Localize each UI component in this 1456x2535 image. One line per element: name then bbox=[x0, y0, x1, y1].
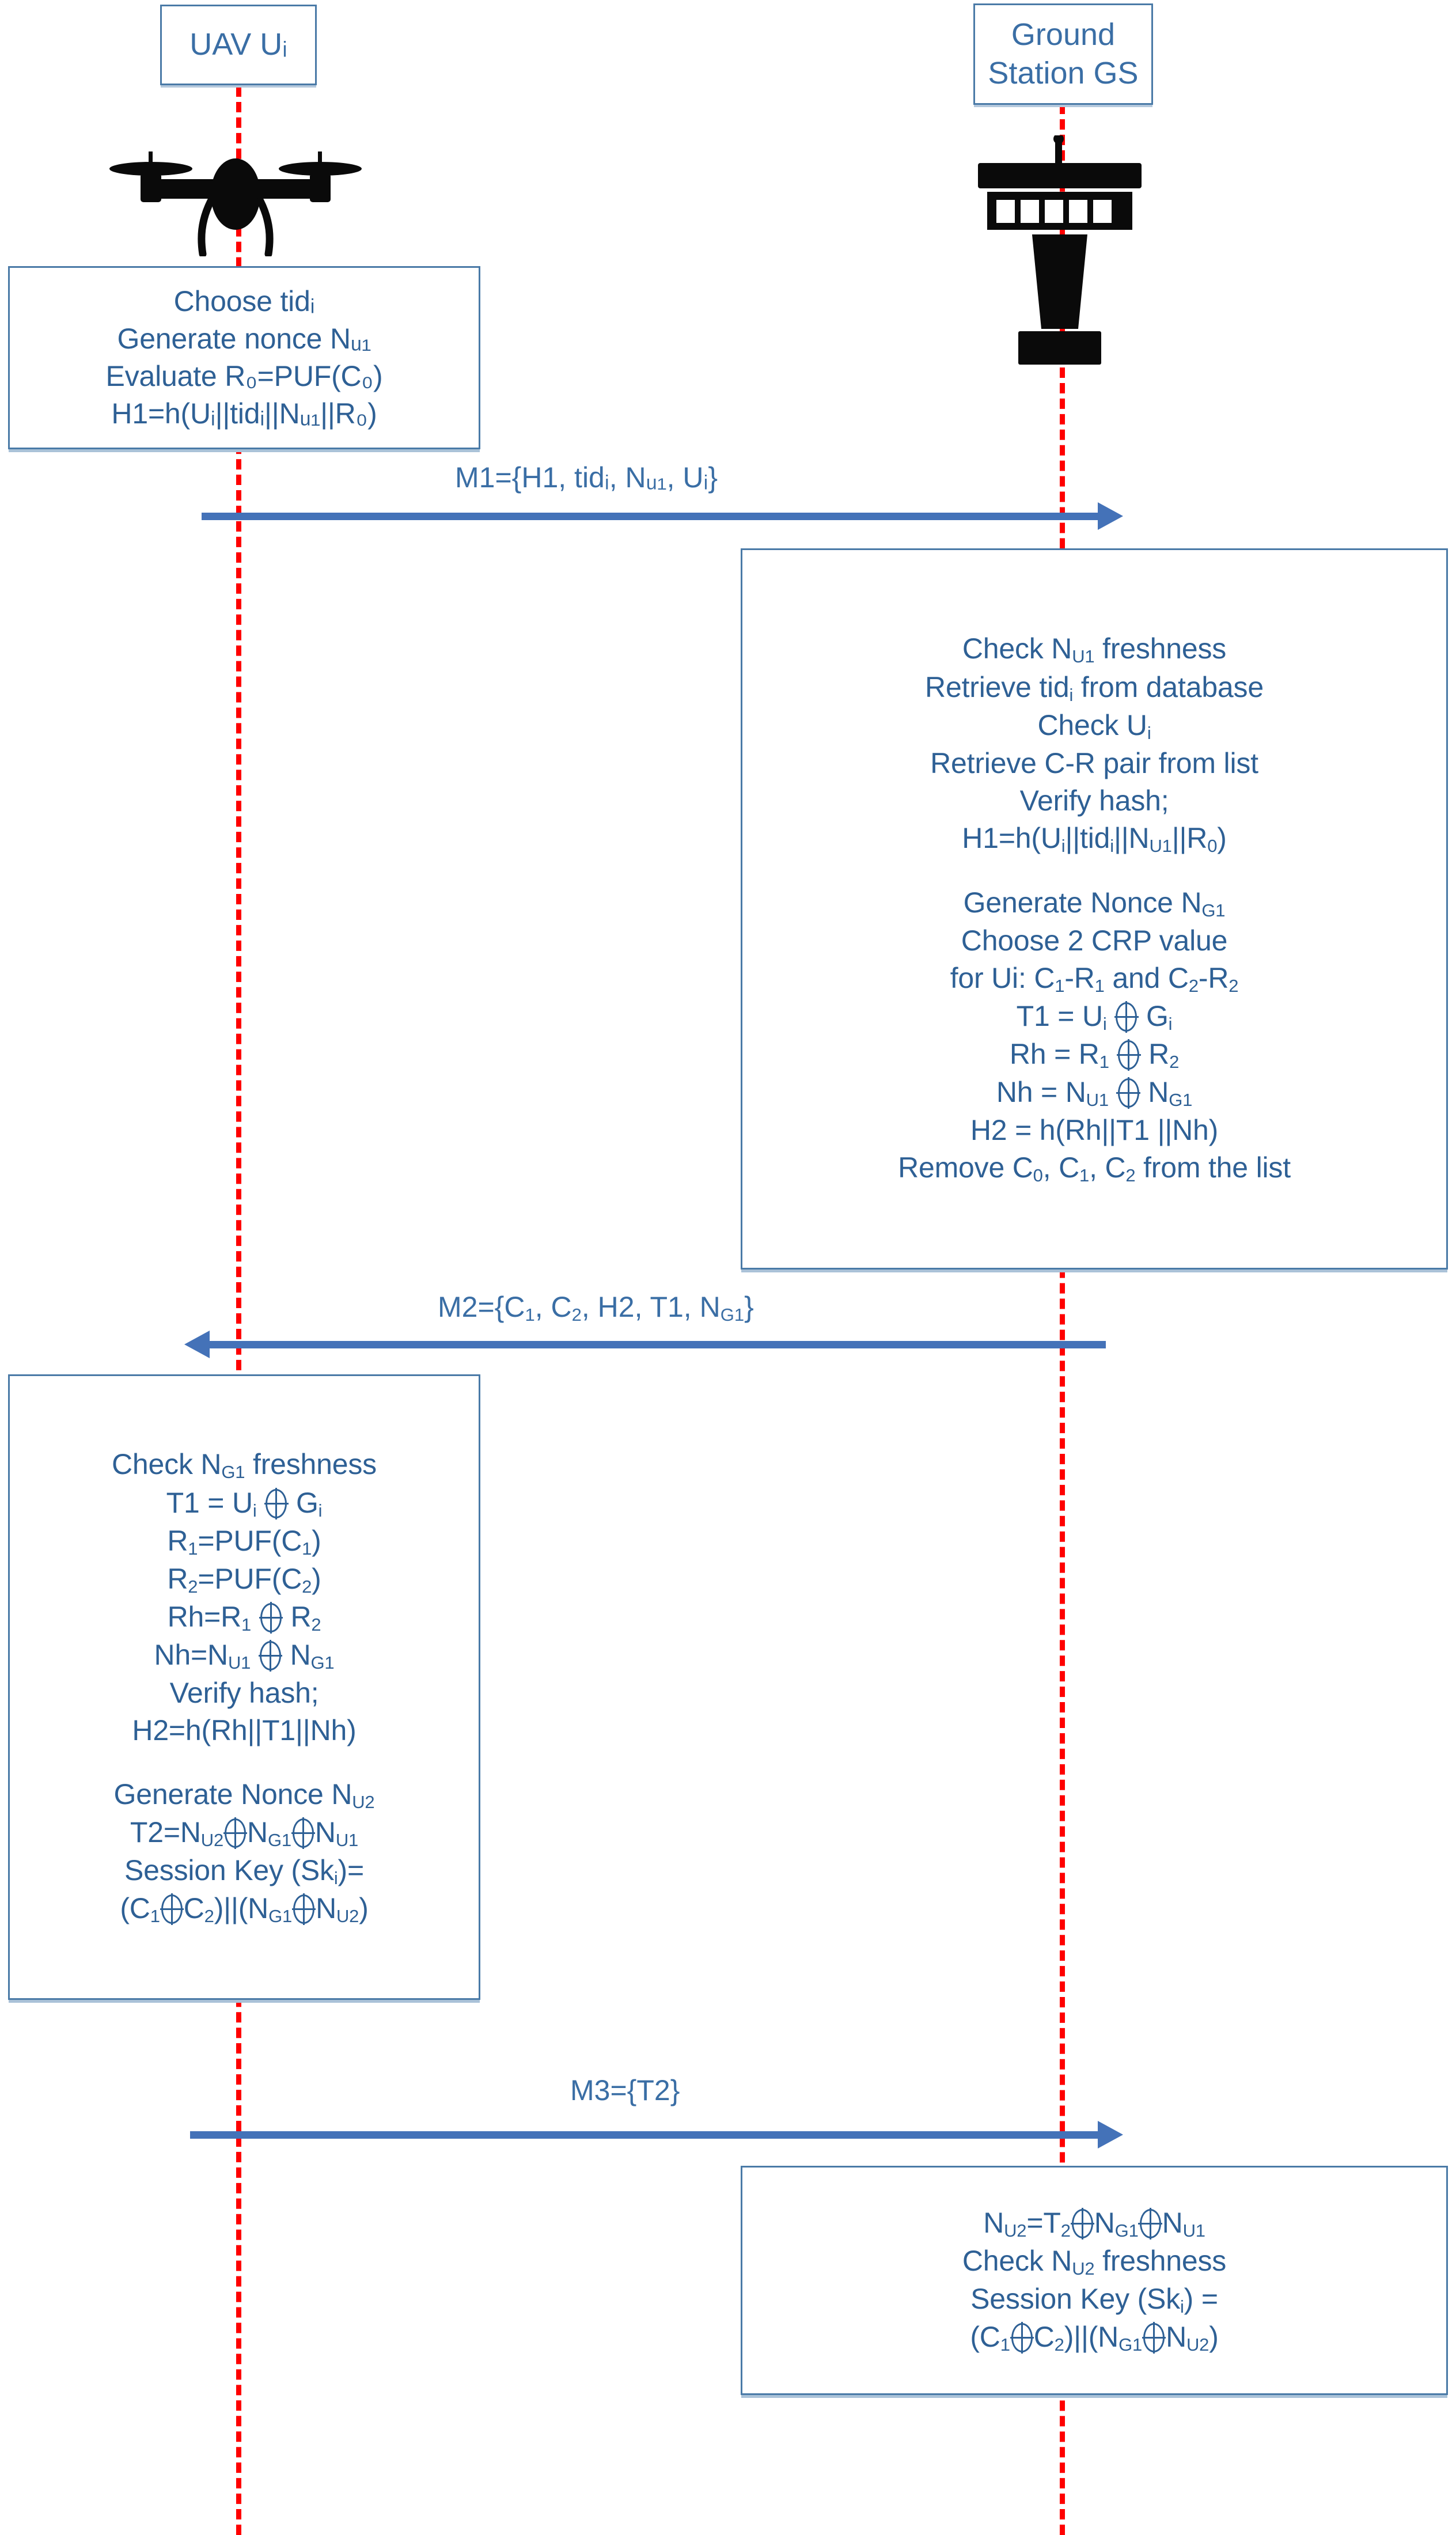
message-m3-label: M3={T2} bbox=[570, 2074, 680, 2106]
proc-line: Generate nonce Nᵤ₁ bbox=[117, 323, 371, 355]
xor-icon bbox=[258, 1639, 283, 1672]
xor-icon bbox=[259, 1601, 283, 1634]
proc-line: Nh = NU1 NG1 bbox=[996, 1076, 1193, 1111]
ground-station-actor-label: Ground Station GS bbox=[988, 17, 1139, 91]
uav-actor[interactable]: UAV Uᵢ bbox=[160, 5, 317, 85]
proc-line: Check NG1 freshness bbox=[112, 1448, 377, 1483]
xor-icon bbox=[1116, 1077, 1140, 1109]
proc-line: H1=h(Ui||tidi||NU1||R0) bbox=[962, 821, 1227, 856]
xor-icon bbox=[264, 1487, 289, 1520]
proc-line: R2=PUF(C2) bbox=[167, 1562, 321, 1597]
xor-icon bbox=[291, 1817, 316, 1850]
xor-icon bbox=[223, 1817, 248, 1850]
xor-icon bbox=[1142, 2322, 1166, 2354]
proc-line: Generate Nonce NG1 bbox=[963, 886, 1226, 920]
proc-line: T1 = Ui Gi bbox=[166, 1486, 323, 1521]
proc-line: Check Ui bbox=[1037, 708, 1151, 743]
proc-line: T1 = Ui Gi bbox=[1016, 1000, 1173, 1034]
uav-verification-and-key-box[interactable]: Check NG1 freshness T1 = Ui Gi R1=PUF(C1… bbox=[8, 1374, 480, 2000]
proc-line: Verify hash; bbox=[169, 1677, 319, 1710]
proc-line: H1=h(Uᵢ||tidᵢ||Nᵤ₁||R₀) bbox=[111, 397, 377, 430]
proc-line: R1=PUF(C1) bbox=[167, 1524, 321, 1559]
uav-lifeline bbox=[236, 86, 241, 2535]
proc-line: Choose 2 CRP value bbox=[961, 924, 1228, 957]
uav-actor-label: UAV Uᵢ bbox=[189, 27, 287, 62]
message-m3[interactable] bbox=[190, 2121, 1123, 2149]
message-m1-label: M1={H1, tidᵢ, Nᵤ₁, Uᵢ} bbox=[455, 461, 718, 494]
message-m2-label: M2={C1, C2, H2, T1, NG1} bbox=[438, 1291, 754, 1325]
proc-line: H2=h(Rh||T1||Nh) bbox=[132, 1714, 357, 1747]
message-m1[interactable] bbox=[202, 502, 1123, 530]
message-m2-arrowhead bbox=[184, 1331, 210, 1358]
message-m2-shaft bbox=[210, 1341, 1106, 1348]
message-m1-shaft bbox=[202, 513, 1098, 520]
uav-initial-computation-box[interactable]: Choose tidᵢ Generate nonce Nᵤ₁ Evaluate … bbox=[8, 266, 480, 449]
proc-line: for Ui: C1-R1 and C2-R2 bbox=[950, 962, 1239, 996]
xor-icon bbox=[160, 1893, 184, 1926]
message-m3-shaft bbox=[190, 2131, 1098, 2139]
xor-icon bbox=[291, 1893, 316, 1926]
proc-line: Evaluate R₀=PUF(C₀) bbox=[105, 360, 383, 392]
proc-line: Rh=R1 R2 bbox=[167, 1600, 321, 1635]
proc-line: Remove C0, C1, C2 from the list bbox=[898, 1151, 1291, 1186]
proc-line: H2 = h(Rh||T1 ||Nh) bbox=[970, 1114, 1219, 1147]
proc-line: Nh=NU1 NG1 bbox=[154, 1639, 335, 1673]
proc-line: Check NU2 freshness bbox=[962, 2244, 1227, 2279]
proc-line: Session Key (Ski) = bbox=[970, 2283, 1218, 2317]
proc-line: Retrieve tidi from database bbox=[925, 670, 1264, 705]
message-m2[interactable] bbox=[184, 1331, 1106, 1358]
message-m3-arrowhead bbox=[1098, 2121, 1123, 2149]
proc-line: Choose tidᵢ bbox=[173, 285, 315, 317]
xor-icon bbox=[1114, 1001, 1139, 1033]
ground-station-lifeline bbox=[1060, 104, 1065, 2535]
proc-line: Rh = R1 R2 bbox=[1009, 1038, 1180, 1073]
xor-icon bbox=[1117, 1039, 1141, 1071]
ground-station-verification-box[interactable]: Check NU1 freshness Retrieve tidi from d… bbox=[741, 548, 1448, 1270]
proc-line: Retrieve C-R pair from list bbox=[930, 747, 1258, 779]
xor-icon bbox=[1138, 2207, 1162, 2240]
proc-line: Verify hash; bbox=[1019, 784, 1169, 817]
xor-icon bbox=[1070, 2207, 1094, 2240]
drone-icon bbox=[104, 141, 369, 258]
ground-station-actor[interactable]: Ground Station GS bbox=[973, 3, 1153, 105]
proc-line: Session Key (Ski)= bbox=[124, 1854, 364, 1889]
message-m1-arrowhead bbox=[1098, 502, 1123, 530]
proc-line: Generate Nonce NU2 bbox=[113, 1778, 375, 1812]
ground-station-tower-icon bbox=[945, 134, 1175, 377]
proc-line: Check NU1 freshness bbox=[962, 632, 1227, 667]
xor-icon bbox=[1010, 2322, 1034, 2354]
